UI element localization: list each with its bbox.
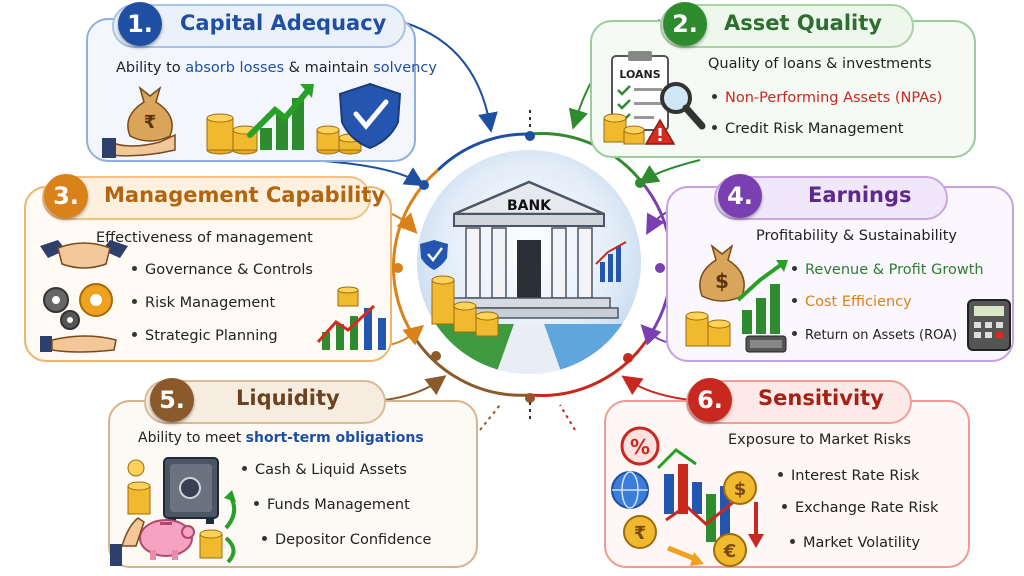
- liquidity-title: Liquidity: [236, 386, 340, 410]
- market-bars-icon: [656, 448, 764, 548]
- sensitivity-number-badge: 6.: [688, 378, 732, 422]
- asset-item-credit-risk: Credit Risk Management: [712, 121, 903, 137]
- path-walkway: [494, 324, 564, 374]
- earnings-description: Profitability & Sustainability: [756, 228, 957, 244]
- coin-stack-icon: [431, 275, 499, 337]
- liquidity-description: Ability to meet short-term obligations: [138, 430, 424, 446]
- sensitivity-title: Sensitivity: [758, 386, 884, 410]
- liquidity-item-depositor: Depositor Confidence: [262, 532, 431, 548]
- dollar-bag-icon: $: [699, 243, 745, 302]
- management-illustration-left: [40, 240, 128, 353]
- grass-right: [544, 324, 641, 374]
- sensitivity-description: Exposure to Market Risks: [728, 432, 911, 448]
- management-description: Effectiveness of management: [96, 230, 313, 246]
- growth-chart-icon: [247, 84, 314, 150]
- management-title-pill: [42, 176, 371, 220]
- sensitivity-illustration: % $ ₹ €: [611, 426, 764, 567]
- capital-description: Ability to absorb losses & maintain solv…: [116, 60, 437, 76]
- safe-icon: [163, 457, 219, 524]
- shield-icon: [420, 240, 448, 270]
- coin-stack-small-icon: [316, 125, 362, 155]
- liquidity-illustration: [110, 457, 237, 566]
- bank-label: BANK: [507, 198, 552, 214]
- management-illustration-right: [316, 286, 386, 350]
- capital-title: Capital Adequacy: [180, 11, 387, 35]
- magnifier-icon: [660, 82, 706, 130]
- bank-center-illustration: BANK: [417, 150, 641, 374]
- handshake-icon: [40, 240, 128, 269]
- coin-stack-icon: [127, 459, 151, 515]
- liquidity-number-badge: 5.: [150, 378, 194, 422]
- earnings-item-revenue: Revenue & Profit Growth: [792, 262, 984, 278]
- svg-text:$: $: [715, 269, 729, 293]
- svg-text:₹: ₹: [634, 523, 647, 544]
- percent-badge-icon: %: [620, 426, 660, 466]
- coin-stack-icon: [206, 113, 258, 155]
- management-title: Management Capability: [104, 183, 386, 207]
- liquidity-item-cash: Cash & Liquid Assets: [242, 462, 407, 478]
- svg-text:€: €: [723, 541, 737, 562]
- liquidity-item-funds: Funds Management: [254, 497, 410, 513]
- capital-number-badge: 1.: [118, 2, 162, 46]
- asset-illustration: LOANS: [603, 51, 706, 145]
- dollar-coin-icon: $: [723, 471, 757, 505]
- earnings-number-badge: 4.: [718, 174, 762, 218]
- management-item-risk: Risk Management: [132, 295, 275, 311]
- management-item-strategy: Strategic Planning: [132, 328, 278, 344]
- earnings-illustration: $: [685, 243, 788, 353]
- bank-building-icon: BANK: [439, 180, 619, 319]
- asset-title: Asset Quality: [724, 11, 882, 35]
- calculator-icon: [967, 299, 1011, 351]
- strategy-chart-icon: [316, 286, 386, 350]
- earnings-item-roa: Return on Assets (ROA): [792, 328, 957, 343]
- sensitivity-item-exchange: Exchange Rate Risk: [782, 500, 938, 516]
- euro-coin-icon: €: [713, 533, 747, 567]
- asset-description: Quality of loans & investments: [708, 56, 932, 72]
- ring-arc-blue: [436, 132, 531, 172]
- sensitivity-item-interest: Interest Rate Risk: [778, 468, 919, 484]
- svg-text:₹: ₹: [144, 112, 157, 133]
- coin-stack-icon: [603, 113, 645, 145]
- coin-stack-icon: [685, 311, 731, 347]
- piggy-bank-icon: [139, 519, 195, 560]
- warning-icon: [644, 118, 676, 145]
- asset-item-npa: Non-Performing Assets (NPAs): [712, 90, 942, 106]
- globe-icon: [611, 471, 649, 509]
- coin-stack-small-icon: [199, 490, 237, 564]
- earnings-title: Earnings: [808, 183, 912, 207]
- earnings-item-cost: Cost Efficiency: [792, 294, 912, 310]
- svg-text:$: $: [734, 479, 747, 500]
- asset-number-badge: 2.: [663, 2, 707, 46]
- gear-icon: [43, 283, 113, 330]
- ring-arc-red: [529, 334, 652, 397]
- svg-text:%: %: [630, 435, 650, 459]
- trend-chart-icon: [595, 241, 627, 282]
- down-arrow-icon: [667, 545, 704, 566]
- management-number-badge: 3.: [44, 174, 88, 218]
- money-bag-icon: ₹: [102, 85, 176, 158]
- sensitivity-item-volatility: Market Volatility: [790, 535, 920, 551]
- keyboard-icon: [745, 335, 787, 353]
- growth-bars-icon: [736, 260, 788, 334]
- svg-text:LOANS: LOANS: [619, 68, 660, 81]
- rupee-coin-icon: ₹: [623, 515, 657, 549]
- shield-check-icon: [338, 82, 402, 150]
- management-item-governance: Governance & Controls: [132, 262, 313, 278]
- hand-icon: [110, 517, 145, 566]
- capital-illustration: ₹: [102, 82, 402, 158]
- open-hand-icon: [40, 335, 117, 353]
